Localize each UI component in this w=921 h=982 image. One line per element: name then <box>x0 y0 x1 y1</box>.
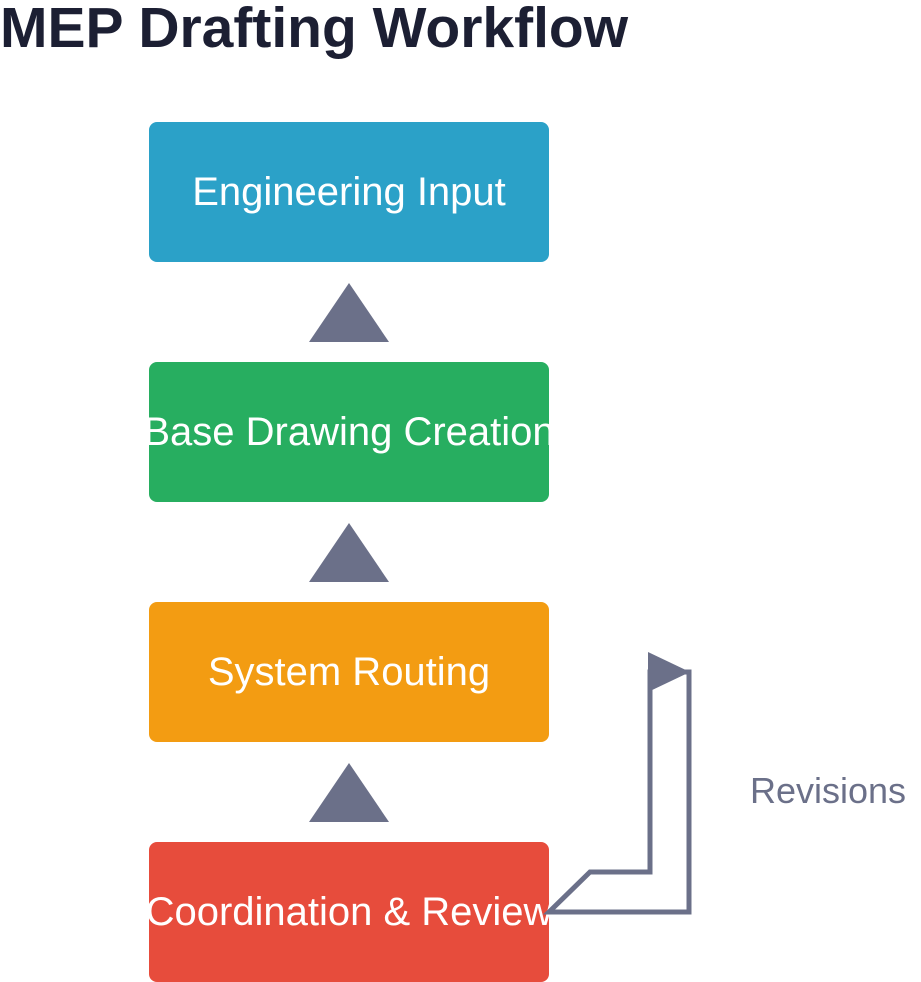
diagram-title: MEP Drafting Workflow <box>0 0 629 60</box>
flow-arrow-up-icon <box>309 763 389 822</box>
flow-arrow-up-icon <box>309 523 389 582</box>
step-coordination-review: Coordination & Review <box>149 842 549 982</box>
revisions-label: Revisions <box>750 770 907 811</box>
step-label: Engineering Input <box>192 169 506 214</box>
step-label: Coordination & Review <box>149 889 549 934</box>
step-system-routing: System Routing <box>149 602 549 742</box>
revisions-arrowhead-icon <box>648 652 690 692</box>
flow-arrow-up-icon <box>309 283 389 342</box>
step-base-drawing-creation: Base Drawing Creation <box>149 362 549 502</box>
revisions-loop-path <box>542 669 692 915</box>
step-label: System Routing <box>207 649 491 694</box>
step-engineering-input: Engineering Input <box>149 122 549 262</box>
step-label: Base Drawing Creation <box>149 409 549 454</box>
